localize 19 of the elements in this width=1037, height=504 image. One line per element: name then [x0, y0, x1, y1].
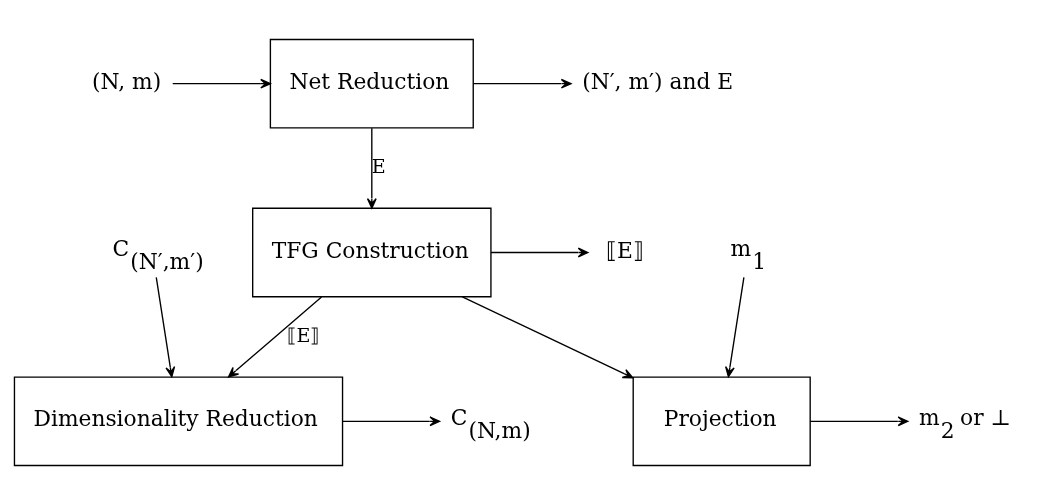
arrow	[472, 78, 572, 89]
arrow	[809, 415, 909, 426]
arrow	[490, 247, 589, 257]
node-box: Net Reduction	[269, 38, 474, 129]
edge-label: ⟦E⟧	[287, 323, 320, 346]
arrow	[155, 276, 176, 377]
arrow	[724, 276, 745, 377]
arrow	[341, 415, 441, 426]
node-box: TFG Construction	[252, 207, 492, 297]
arrow	[461, 295, 634, 378]
arrow	[227, 295, 323, 378]
arrow	[366, 127, 377, 209]
node-box: Dimensionality Reduction	[13, 375, 344, 466]
node-text: ⟦E⟧	[605, 237, 644, 263]
node-text: (N, m)	[92, 68, 162, 94]
edge-label: E	[371, 154, 386, 177]
arrow	[172, 78, 271, 89]
node-box: Projection	[632, 375, 811, 466]
node-text: (N′, m′) and E	[582, 68, 734, 94]
